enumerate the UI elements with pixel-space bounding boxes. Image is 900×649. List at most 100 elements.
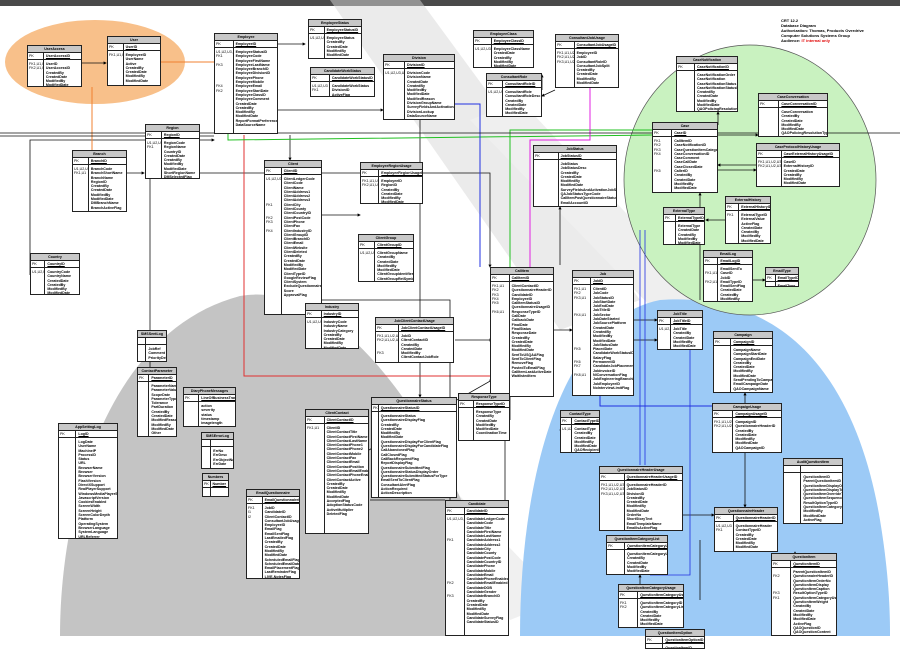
- table-title: UserAccess: [28, 46, 81, 53]
- pk-field: LogID: [76, 431, 88, 437]
- pk-field: CampaignID: [731, 339, 754, 345]
- field: ModifiedDate: [678, 241, 701, 245]
- pk-field: ParameterID: [149, 375, 172, 381]
- table-title: ClientGroup: [359, 235, 413, 242]
- pk-label: PK: [766, 275, 776, 281]
- pk-label: PK: [361, 170, 379, 176]
- pk-field: [146, 338, 148, 344]
- field: EmailType: [778, 284, 796, 287]
- pk-field: EmployeeStatusID: [325, 27, 359, 33]
- table-smssent-log[interactable]: SMSSentLog JobRefCommentPriorityDelay: [137, 330, 167, 362]
- field: CandidateStatusID: [467, 620, 509, 624]
- field: QuestionnaireHeaderID: [735, 424, 775, 428]
- table-body: FK1,U1 FK2 FK3 FK4 FK5 FK6,U1 ClientCont…: [491, 282, 553, 397]
- field: CandidateJobPlacementID: [593, 364, 634, 368]
- field-list: CandidateWorkStatusDivisionIDActiveFlagM…: [330, 82, 371, 97]
- table-body: U1,U2,U3,U4ConsultantRoleConsultantRoleD…: [487, 88, 541, 117]
- table-title: ExternalType: [664, 208, 704, 215]
- field-list: JobRefCommentPriorityDelay: [146, 345, 167, 362]
- pk-label: PK: [772, 561, 791, 567]
- table-body: U1,U2,U3,U4IndustryCodeIndustryNameIndus…: [306, 318, 358, 349]
- pk-label: PK: [713, 411, 733, 417]
- pk-field: QuestionnaireHeaderID: [734, 515, 776, 521]
- table-diary-phone-messages[interactable]: DiaryPhoneMessages PKLineOfBusinessTrans…: [183, 387, 236, 427]
- field: ModifiedDate: [327, 53, 355, 57]
- field: ModifiedDate: [673, 344, 696, 348]
- key-column: [766, 282, 776, 287]
- table-title: Branch: [73, 151, 126, 158]
- pk-label: PK: [73, 158, 89, 164]
- table-title: EmailLog: [704, 251, 752, 258]
- field-list: ErrNoErrDescErrObjectNameErrDate: [211, 447, 234, 469]
- table-smserror-log[interactable]: SMSErrorLog ErrNoErrDescErrObjectNameErr…: [201, 432, 234, 469]
- table-title: ConsultantJobUsage: [556, 35, 618, 42]
- field: JobEngineeringBranchID: [593, 377, 634, 381]
- key-column: U1,U2,U3,U4: [384, 69, 405, 120]
- pk-field: CaseNotificationID: [695, 64, 729, 70]
- pk-label: PK: [715, 515, 734, 521]
- pk-field: CandidateWorkStatusID: [330, 75, 373, 81]
- table-title: Employee: [215, 34, 277, 41]
- key-column: [459, 408, 474, 441]
